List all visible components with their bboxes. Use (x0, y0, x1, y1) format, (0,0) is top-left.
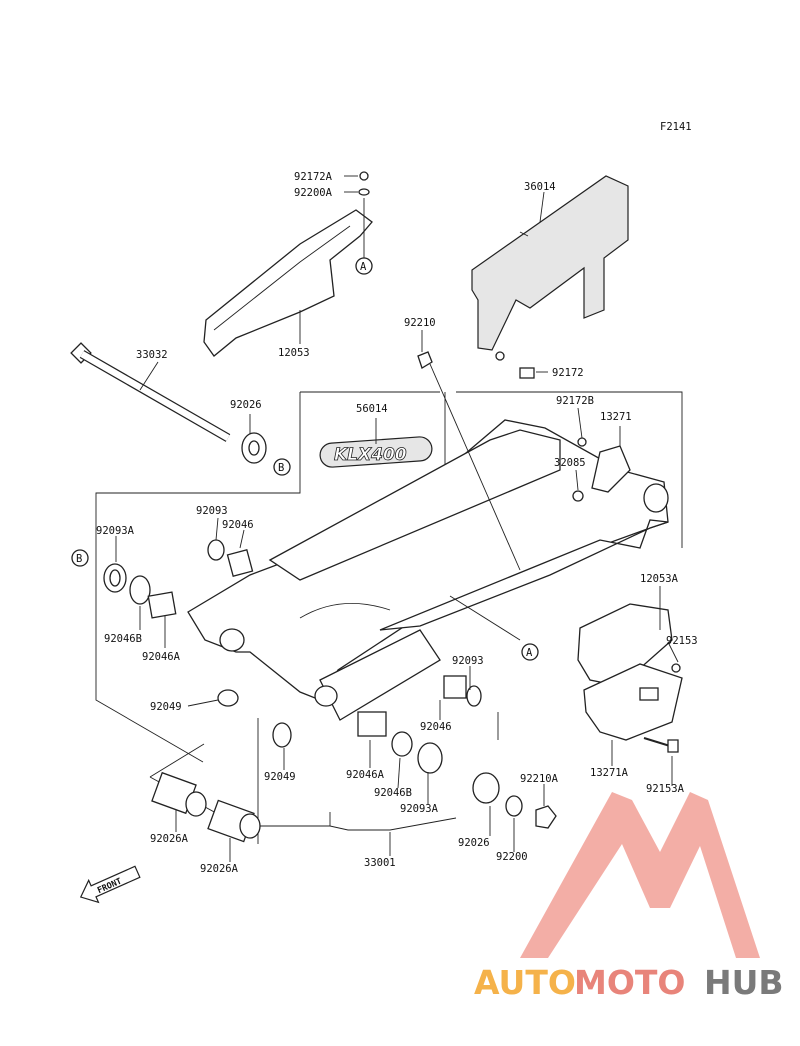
label-92046-left: 92046 (222, 519, 254, 531)
swingarm-33001 (187, 419, 669, 721)
label-92172B: 92172B (556, 395, 594, 407)
label-13271A: 13271A (590, 767, 629, 779)
label-92093-right: 92093 (452, 655, 484, 667)
label-92200A: 92200A (294, 187, 333, 199)
label-92210A: 92210A (520, 773, 559, 785)
axle-33032 (70, 342, 267, 464)
label-92172A: 92172A (294, 171, 333, 183)
label-32085: 32085 (554, 457, 586, 469)
chain-slider-12053 (203, 209, 373, 357)
leader-lines (115, 175, 679, 862)
emblem-text: KLX400 (334, 445, 407, 465)
label-92046-right: 92046 (420, 721, 452, 733)
label-92153: 92153 (666, 635, 698, 647)
label-92026-bottom: 92026 (458, 837, 490, 849)
label-92153A: 92153A (646, 783, 685, 795)
label-36014: 36014 (524, 181, 556, 193)
emblem-56014: KLX400 (319, 436, 433, 468)
watermark-logo (520, 792, 760, 958)
label-92026A-left: 92026A (150, 833, 189, 845)
label-92172: 92172 (552, 367, 584, 379)
label-92093-left: 92093 (196, 505, 228, 517)
label-92210: 92210 (404, 317, 436, 329)
bearings-and-seals (103, 539, 557, 843)
label-12053A: 12053A (640, 573, 679, 585)
reference-b-right: B (278, 462, 284, 474)
label-92046B-right: 92046B (374, 787, 412, 799)
watermark-auto: AUTO (474, 963, 576, 1002)
label-56014: 56014 (356, 403, 388, 415)
chain-guard-36014 (471, 175, 629, 351)
front-direction-arrow: FRONT (79, 865, 141, 904)
label-92026A-right: 92026A (200, 863, 239, 875)
label-92049-left: 92049 (150, 701, 182, 713)
reference-b-left: B (76, 553, 82, 565)
label-13271: 13271 (600, 411, 632, 423)
watermark-hub: HUB (704, 963, 784, 1002)
label-92046A-left: 92046A (142, 651, 181, 663)
label-92200: 92200 (496, 851, 528, 863)
reference-a-bottom: A (526, 647, 533, 659)
label-92093A-left: 92093A (96, 525, 135, 537)
watermark-triangle-icon (520, 792, 760, 958)
watermark-moto: MOTO (574, 963, 685, 1002)
chain-guide-12053A (577, 603, 683, 741)
front-arrow-icon (79, 865, 141, 904)
label-92046B-left: 92046B (104, 633, 142, 645)
part-labels: 92172A 92200A 36014 12053 33032 92210 92… (96, 171, 698, 875)
hardware-bolts (358, 171, 681, 753)
watermark-text: AUTO MOTO HUB (474, 963, 784, 1002)
figure-code: F2141 (660, 121, 692, 133)
label-92026-top: 92026 (230, 399, 262, 411)
label-33001: 33001 (364, 857, 396, 869)
label-92093A-right: 92093A (400, 803, 439, 815)
label-92049-right: 92049 (264, 771, 296, 783)
label-33032: 33032 (136, 349, 168, 361)
label-92046A-right: 92046A (346, 769, 385, 781)
reference-a-top: A (360, 261, 367, 273)
label-12053: 12053 (278, 347, 310, 359)
